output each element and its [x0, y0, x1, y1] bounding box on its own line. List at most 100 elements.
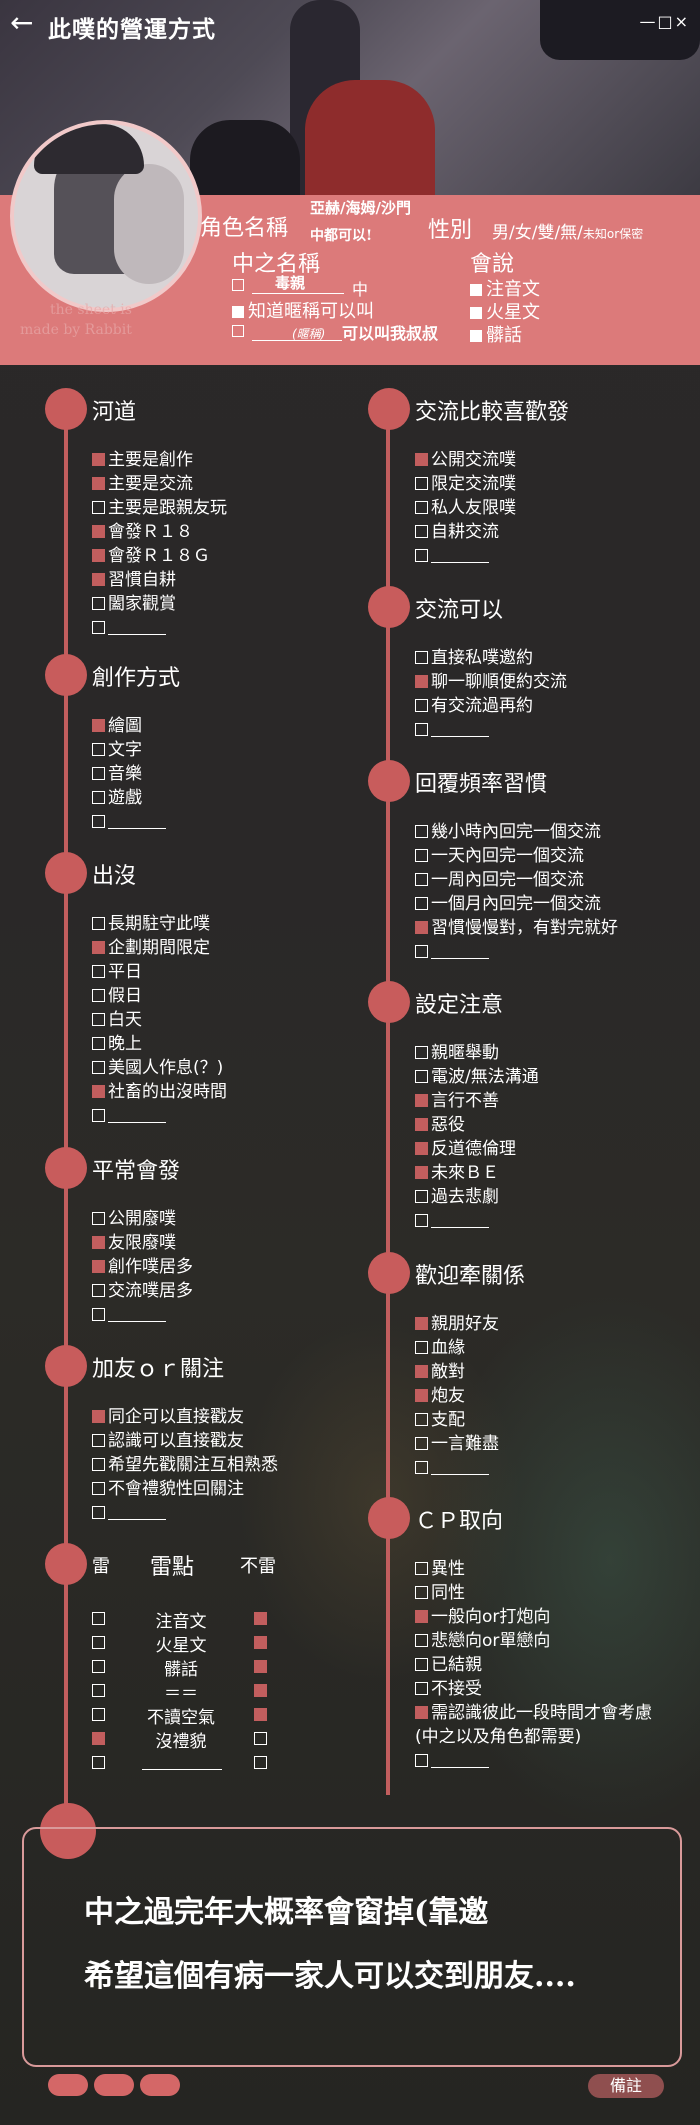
- checkbox-icon[interactable]: [92, 1482, 105, 1495]
- blank-fill-line[interactable]: [431, 1215, 489, 1228]
- speak-option[interactable]: 髒話: [470, 321, 522, 347]
- checkbox-icon[interactable]: [92, 965, 105, 978]
- blank-fill-line[interactable]: [108, 1110, 166, 1123]
- not-thunder-checkbox[interactable]: [254, 1660, 267, 1673]
- checkbox-icon[interactable]: [92, 501, 105, 514]
- checkbox-icon[interactable]: [415, 1634, 428, 1647]
- blank-fill-line[interactable]: [108, 816, 166, 829]
- checked-box-icon[interactable]: [415, 1118, 428, 1131]
- thunder-checkbox[interactable]: [92, 1684, 105, 1697]
- checkbox-icon[interactable]: [92, 1284, 105, 1297]
- checklist-item[interactable]: [92, 1303, 166, 1327]
- checklist-item[interactable]: 友限廢噗: [92, 1231, 176, 1255]
- checkbox-icon[interactable]: [415, 501, 428, 514]
- checked-box-icon[interactable]: [415, 453, 428, 466]
- checklist-item[interactable]: 有交流過再約: [415, 694, 533, 718]
- checked-box-icon[interactable]: [470, 330, 482, 342]
- checked-box-icon[interactable]: [415, 675, 428, 688]
- thunder-checkbox[interactable]: [92, 1732, 105, 1745]
- checked-box-icon[interactable]: [232, 306, 244, 318]
- checked-box-icon[interactable]: [415, 1166, 428, 1179]
- blank-fill-line[interactable]: [431, 724, 489, 737]
- checkbox-icon[interactable]: [415, 723, 428, 736]
- checkbox-icon[interactable]: [415, 1190, 428, 1203]
- checklist-item[interactable]: [415, 718, 489, 742]
- checkbox-icon[interactable]: [415, 1070, 428, 1083]
- not-thunder-checkbox[interactable]: [254, 1636, 267, 1649]
- checklist-item[interactable]: 不會禮貌性回關注: [92, 1477, 244, 1501]
- checklist-item[interactable]: 文字: [92, 738, 142, 762]
- checked-box-icon[interactable]: [415, 1706, 428, 1719]
- checkbox-icon[interactable]: [415, 549, 428, 562]
- checklist-item[interactable]: 敵對: [415, 1360, 465, 1384]
- checklist-item[interactable]: 交流噗居多: [92, 1279, 193, 1303]
- checklist-item[interactable]: 同性: [415, 1581, 465, 1605]
- checked-box-icon[interactable]: [415, 1610, 428, 1623]
- checklist-item[interactable]: 悲戀向or單戀向: [415, 1629, 550, 1653]
- checklist-item[interactable]: 認識可以直接戳友: [92, 1429, 244, 1453]
- checkbox-icon[interactable]: [415, 897, 428, 910]
- checked-box-icon[interactable]: [470, 284, 482, 296]
- checklist-item[interactable]: 假日: [92, 984, 142, 1008]
- checklist-item[interactable]: [92, 616, 166, 640]
- not-thunder-checkbox[interactable]: [254, 1708, 267, 1721]
- checklist-item[interactable]: 主要是跟親友玩: [92, 496, 227, 520]
- checked-box-icon[interactable]: [92, 941, 105, 954]
- checkbox-icon[interactable]: [415, 525, 428, 538]
- checklist-item[interactable]: 習慣自耕: [92, 568, 176, 592]
- checkbox-icon[interactable]: [92, 1434, 105, 1447]
- checklist-item[interactable]: 不接受: [415, 1677, 482, 1701]
- checkbox-icon[interactable]: [92, 1037, 105, 1050]
- thunder-checkbox[interactable]: [92, 1708, 105, 1721]
- checkbox-icon[interactable]: [415, 1341, 428, 1354]
- blank-fill-line[interactable]: [108, 1507, 166, 1520]
- checklist-item[interactable]: 幾小時內回完一個交流: [415, 820, 601, 844]
- back-arrow-icon[interactable]: ←: [10, 6, 34, 39]
- checkbox-icon[interactable]: [92, 1109, 105, 1122]
- checklist-item[interactable]: 音樂: [92, 762, 142, 786]
- checklist-item[interactable]: 公開廢噗: [92, 1207, 176, 1231]
- checklist-item[interactable]: 習慣慢慢對，有對完就好: [415, 916, 618, 940]
- checkbox-icon[interactable]: [415, 1754, 428, 1767]
- nickname-row[interactable]: [232, 275, 248, 293]
- checklist-item[interactable]: 會發Ｒ１８: [92, 520, 193, 544]
- checklist-item[interactable]: 言行不善: [415, 1089, 499, 1113]
- checklist-item[interactable]: 未來ＢＥ: [415, 1161, 499, 1185]
- checklist-item[interactable]: 闔家觀賞: [92, 592, 176, 616]
- checklist-item[interactable]: 創作噗居多: [92, 1255, 193, 1279]
- checked-box-icon[interactable]: [92, 1236, 105, 1249]
- checklist-item[interactable]: 直接私噗邀約: [415, 646, 533, 670]
- checked-box-icon[interactable]: [92, 549, 105, 562]
- checked-box-icon[interactable]: [415, 1317, 428, 1330]
- checklist-item[interactable]: 反道德倫理: [415, 1137, 516, 1161]
- window-controls-icon[interactable]: —□×: [639, 12, 690, 31]
- checklist-item[interactable]: [92, 810, 166, 834]
- nickname-checkbox[interactable]: [232, 278, 244, 291]
- blank-fill-line[interactable]: [108, 622, 166, 635]
- checklist-item[interactable]: 一天內回完一個交流: [415, 844, 584, 868]
- checklist-item[interactable]: 平日: [92, 960, 142, 984]
- blank-fill-line[interactable]: [431, 1462, 489, 1475]
- checkbox-icon[interactable]: [92, 1458, 105, 1471]
- checklist-item[interactable]: [415, 1749, 489, 1773]
- checklist-item[interactable]: [415, 940, 489, 964]
- checked-box-icon[interactable]: [415, 1142, 428, 1155]
- checkbox-icon[interactable]: [415, 1437, 428, 1450]
- checked-box-icon[interactable]: [470, 307, 482, 319]
- checklist-item[interactable]: 主要是創作: [92, 448, 193, 472]
- checklist-item[interactable]: 限定交流噗: [415, 472, 516, 496]
- checkbox-icon[interactable]: [415, 1046, 428, 1059]
- checkbox-icon[interactable]: [415, 945, 428, 958]
- checkbox-icon[interactable]: [415, 1562, 428, 1575]
- checked-box-icon[interactable]: [92, 1410, 105, 1423]
- checkbox-icon[interactable]: [415, 651, 428, 664]
- name-value[interactable]: 亞赫/海姆/沙門: [310, 199, 411, 217]
- checkbox-icon[interactable]: [415, 1586, 428, 1599]
- not-thunder-checkbox[interactable]: [254, 1756, 267, 1769]
- checkbox-icon[interactable]: [415, 1658, 428, 1671]
- checkbox-icon[interactable]: [92, 1308, 105, 1321]
- checklist-item[interactable]: 一周內回完一個交流: [415, 868, 584, 892]
- checked-box-icon[interactable]: [92, 477, 105, 490]
- checklist-item[interactable]: 私人友限噗: [415, 496, 516, 520]
- checkbox-icon[interactable]: [415, 1461, 428, 1474]
